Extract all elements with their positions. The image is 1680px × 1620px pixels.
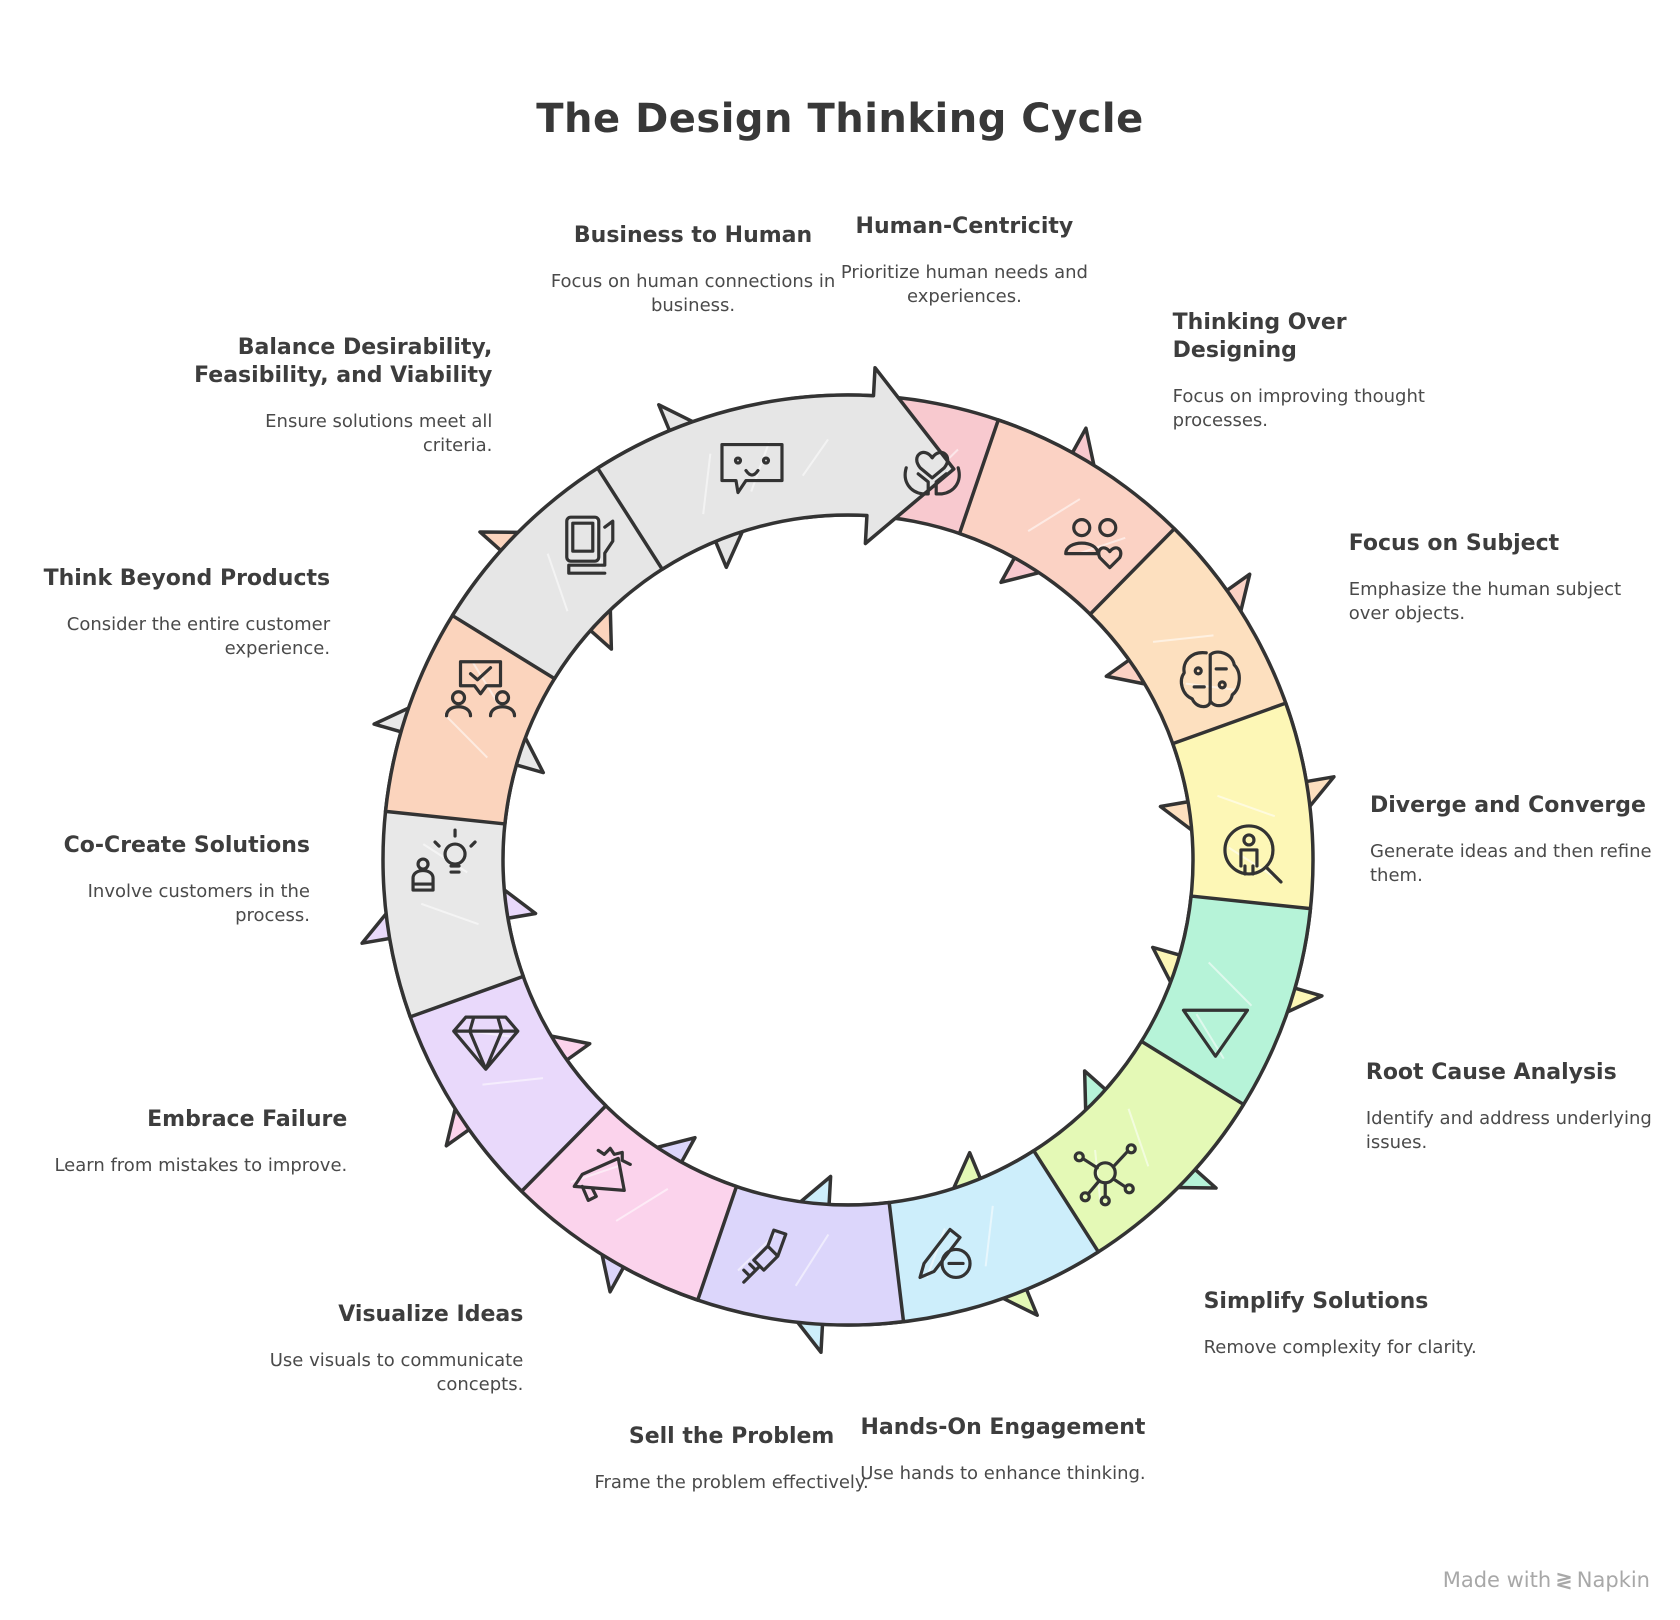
step-description: Prioritize human needs and experiences.	[840, 262, 1088, 308]
step-title: Think Beyond Products	[43, 566, 331, 592]
step-title: Balance Desirability, Feasibility, and V…	[194, 334, 493, 388]
step-description: Identify and address underlying issues.	[1365, 1107, 1652, 1153]
sketch-hatch	[926, 1228, 946, 1278]
step-title: Sell the Problem	[628, 1423, 835, 1449]
step-title: Embrace Failure	[147, 1107, 348, 1133]
step-title: Hands-On Engagement	[860, 1414, 1146, 1440]
step-description: Frame the problem effectively.	[594, 1471, 869, 1493]
sketch-hatch	[984, 1205, 994, 1267]
step-description: Emphasize the human subject over objects…	[1348, 578, 1622, 624]
made-with-napkin: Made with≷Napkin	[1443, 1568, 1650, 1592]
step-title: Root Cause Analysis	[1365, 1059, 1617, 1085]
sketch-hatch	[1075, 536, 1126, 556]
sketch-hatch	[702, 453, 712, 515]
step-title: Human-Centricity	[855, 214, 1074, 240]
sketch-hatch	[1094, 1149, 1102, 1203]
step-title: Diverge and Converge	[1370, 793, 1646, 819]
step-description: Focus on improving thought processes.	[1172, 386, 1425, 431]
step-description: Remove complexity for clarity.	[1203, 1337, 1477, 1359]
sketch-hatch	[1208, 961, 1253, 1007]
sketch-hatch	[750, 442, 770, 492]
napkin-logo-icon: ≷	[1555, 1568, 1573, 1592]
sketch-hatch	[794, 1233, 830, 1287]
step-title: Simplify Solutions	[1203, 1289, 1429, 1315]
pencil-minus-icon	[918, 1227, 972, 1280]
step-title: Thinking Over Designing	[1172, 310, 1347, 363]
step-title: Business to Human	[573, 223, 813, 248]
presentation-people-icon	[444, 660, 517, 718]
step-description: Use visuals to communicate concepts.	[269, 1349, 524, 1395]
hands-heart-icon	[903, 450, 961, 496]
sketch-hatch	[1027, 498, 1081, 532]
sketch-hatch	[801, 438, 829, 477]
hand-tool-icon	[742, 1228, 788, 1284]
sketch-hatch	[1127, 1108, 1150, 1167]
diagram-title: The Design Thinking Cycle	[536, 96, 1144, 142]
robot-lightbulb-icon	[411, 828, 477, 892]
funnel-triangle-icon	[1181, 1008, 1250, 1058]
person-magnifier-icon	[1223, 824, 1283, 884]
diamond-icon	[452, 1015, 520, 1071]
network-hub-icon	[1073, 1143, 1137, 1207]
tablet-hand-icon	[565, 515, 615, 575]
sketch-hatch	[615, 1188, 669, 1222]
step-title: Focus on Subject	[1348, 530, 1560, 556]
sketch-hatch	[1217, 794, 1276, 818]
sketch-hatch	[546, 553, 569, 612]
brain-icon	[1179, 650, 1241, 709]
step-description: Ensure solutions meet all criteria.	[265, 410, 493, 456]
sketch-hatch	[482, 1077, 544, 1086]
step-title: Co-Create Solutions	[63, 832, 310, 858]
chat-smile-icon	[720, 442, 784, 495]
step-description: Focus on human connections in business.	[550, 271, 836, 316]
napkin-brand-label: Napkin	[1576, 1568, 1650, 1592]
people-heart-icon	[1064, 518, 1123, 570]
cycle-arrow-14	[595, 365, 956, 572]
step-label-13: Balance Desirability, Feasibility, and V…	[192, 334, 492, 458]
step-description: Learn from mistakes to improve.	[54, 1155, 348, 1177]
sketch-hatch	[443, 713, 488, 759]
step-description: Consider the entire customer experience.	[66, 614, 331, 660]
step-description: Involve customers in the process.	[87, 880, 310, 926]
made-with-label: Made with	[1442, 1568, 1552, 1592]
step-title: Visualize Ideas	[338, 1301, 524, 1327]
sketch-hatch	[1152, 634, 1214, 643]
step-description: Generate ideas and then refine them.	[1370, 841, 1652, 887]
sketch-hatch	[1228, 846, 1274, 877]
megaphone-icon	[572, 1146, 632, 1202]
step-description: Use hands to enhance thinking.	[860, 1462, 1146, 1484]
sketch-hatch	[420, 902, 479, 926]
